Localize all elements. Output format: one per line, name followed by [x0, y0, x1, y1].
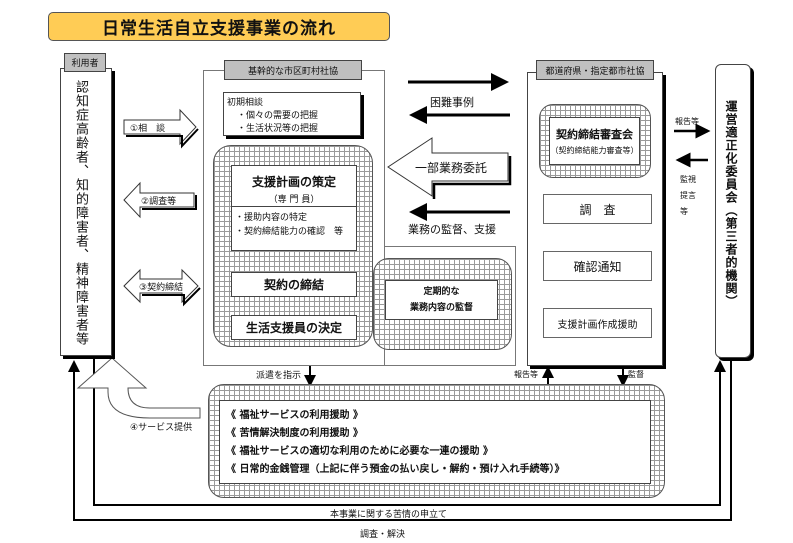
- contract-box: 契約の締結: [231, 272, 357, 297]
- committee-monitor-labels: 監視 提言 等: [680, 172, 696, 220]
- periodic-supervision-line2: 業務内容の監督: [409, 303, 473, 313]
- monitor-label: 等: [680, 207, 688, 216]
- consult-label: ①相 談: [130, 124, 166, 134]
- plan-sub: （専 門 員）: [232, 192, 356, 207]
- plan-item: ・契約締結能力の確認 等: [235, 227, 344, 237]
- page-title: 日常生活自立支援事業の流れ: [48, 12, 390, 41]
- review-sub: （契約締結能力審査等）: [550, 146, 639, 155]
- committee-text: 運営適正化委員会（第三者的機関）: [724, 100, 738, 308]
- difficult-cases-label: 困難事例: [430, 96, 474, 109]
- services-report-label: 報告等: [514, 370, 538, 379]
- review-title: 契約締結審査会: [556, 128, 633, 141]
- review-box: 契約締結審査会 （契約締結能力審査等）: [549, 117, 640, 165]
- monitor-label: 提言: [680, 191, 696, 200]
- plan-help-box: 支援計画作成援助: [543, 308, 652, 338]
- survey-label: ②調査等: [141, 197, 177, 207]
- user-box: [60, 68, 112, 356]
- service-arrow-shape: [76, 357, 201, 419]
- committee-box: [715, 64, 751, 358]
- user-description: 認知症高齢者、知的障害者、精神障害者等: [73, 80, 88, 346]
- initial-consult-title: 初期相談: [227, 98, 264, 108]
- resolve-label: 調査・解決: [360, 530, 406, 540]
- plan-item: ・援助内容の特定: [235, 213, 308, 223]
- municipal-tab: 基幹的な市区町村社協: [224, 60, 362, 80]
- periodic-supervision-line1: 定期的な: [423, 287, 460, 297]
- plan-box: 支援計画の策定 （専 門 員） ・援助内容の特定 ・契約締結能力の確認 等: [231, 165, 357, 251]
- supervision-support-label: 業務の監督、支援: [408, 223, 496, 236]
- services-supervise-label: 監督: [628, 370, 644, 379]
- initial-consult-box: 初期相談 ・個々の需要の把握 ・生活状況等の把握: [223, 92, 361, 136]
- partial-consign-label: 一部業務委託: [415, 161, 488, 175]
- confirm-notice-box: 確認通知: [543, 251, 652, 281]
- periodic-supervision-box: 定期的な 業務内容の監督: [385, 280, 498, 320]
- committee-report-label: 報告等: [675, 117, 699, 126]
- initial-consult-item: ・生活状況等の把握: [237, 124, 319, 134]
- complaint-label: 本事業に関する苦情の申立て: [330, 510, 448, 520]
- services-box: 《 福祉サービスの利用援助 》 《 苦情解決制度の利用援助 》 《 福祉サービス…: [219, 400, 651, 484]
- prefecture-tab: 都道府県・指定都市社協: [536, 60, 654, 80]
- initial-consult-item: ・個々の需要の把握: [237, 111, 319, 121]
- service-label: ④サービス提供: [130, 423, 193, 433]
- user-tab: 利用者: [64, 53, 106, 72]
- service-item: 《 苦情解決制度の利用援助 》: [226, 428, 363, 439]
- service-item: 《 日常的金銭管理（上記に伴う預金の払い戻し・解約・預け入れ手続等）》: [226, 464, 565, 475]
- contract-label: ③契約締結: [139, 283, 184, 293]
- service-item: 《 福祉サービスの適切な利用のために必要な一連の援助 》: [226, 446, 493, 457]
- plan-title: 支援計画の策定: [251, 174, 336, 189]
- monitor-label: 監視: [680, 175, 696, 184]
- pref-survey-box: 調 査: [543, 194, 652, 224]
- dispatch-label: 派遣を指示: [256, 371, 302, 381]
- staff-decision-box: 生活支援員の決定: [231, 315, 357, 340]
- service-item: 《 福祉サービスの利用援助 》: [226, 410, 363, 421]
